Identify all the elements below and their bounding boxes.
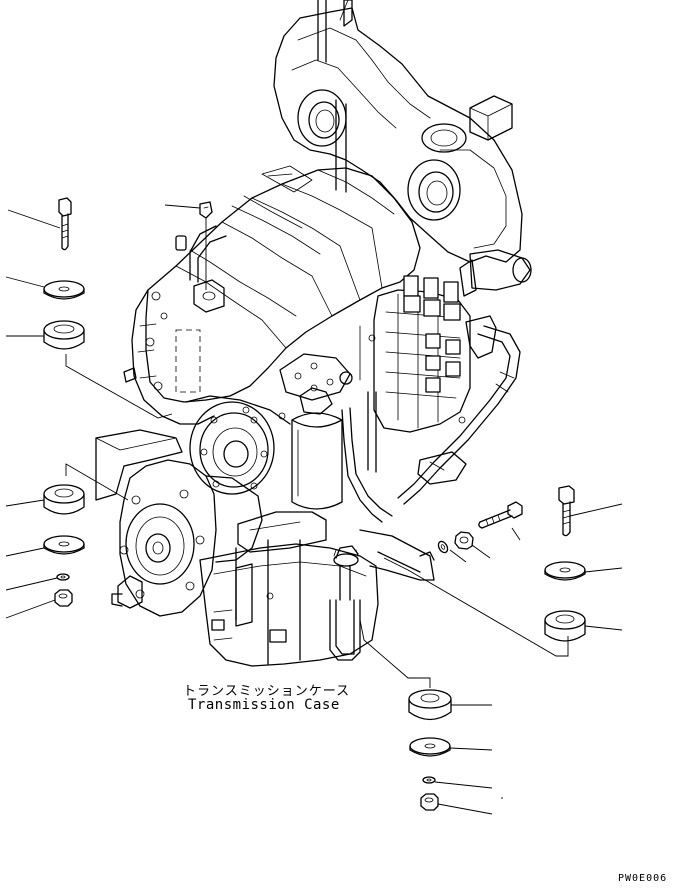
transmission-case-label-en: Transmission Case (188, 697, 340, 713)
nut-lower-center (420, 793, 439, 811)
rubber-mount-lower-center (408, 689, 452, 721)
bolt-middle (478, 501, 523, 529)
nut-middle (454, 531, 474, 550)
rubber-mount-upper-right (544, 610, 586, 642)
spring-washer-lower-center (422, 776, 436, 784)
rubber-mount-upper-left (43, 320, 85, 350)
drawing-code: PW0E006 (618, 873, 668, 884)
leader-lines (5, 204, 623, 815)
washer-lower-center (409, 737, 451, 757)
tag-part (199, 201, 213, 219)
bolt-upper-left (58, 197, 72, 251)
bolt-upper-right (558, 485, 575, 537)
spring-washer-lower-left (56, 573, 70, 581)
transmission-case-drawing (95, 0, 532, 667)
transmission-case-label-jp: トランスミッションケース (183, 684, 351, 699)
washer-upper-left (43, 280, 85, 300)
washer-lower-left (43, 535, 85, 555)
spring-washer-middle (437, 540, 449, 554)
rubber-mount-lower-left (43, 484, 85, 515)
nut-lower-left (54, 589, 73, 607)
washer-upper-right (544, 561, 586, 581)
